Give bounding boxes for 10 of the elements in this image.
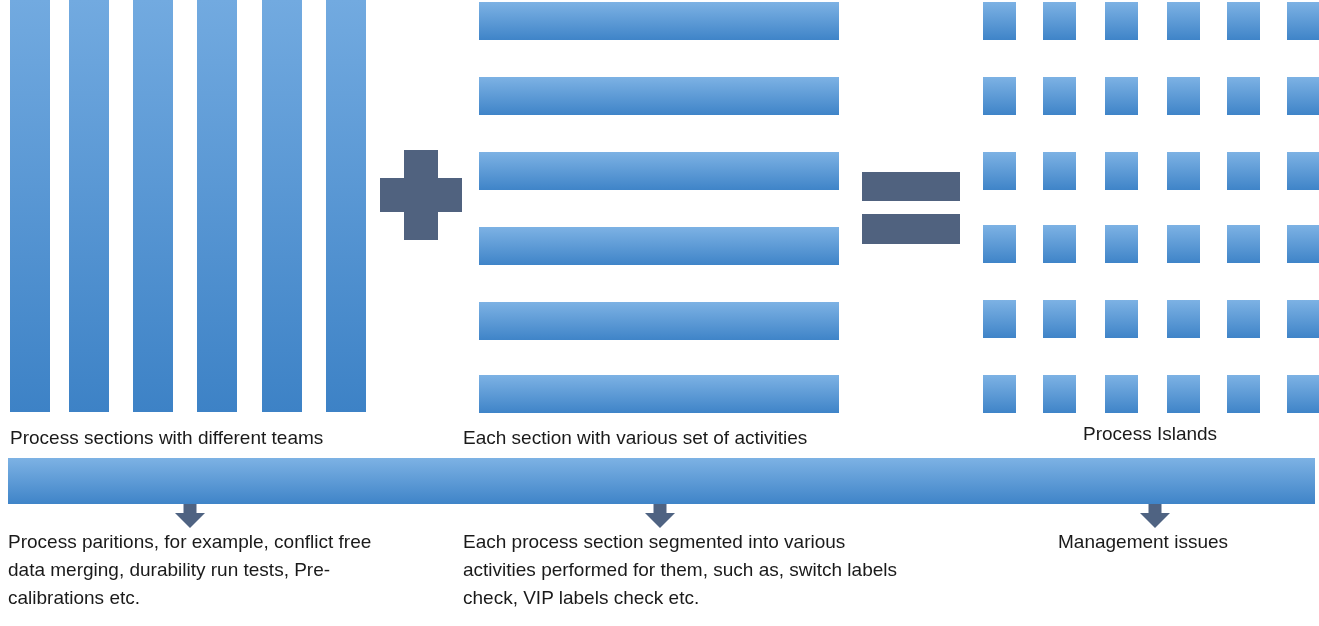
description-text: Each process section segmented into various activities performed for them, such as, switch labels check, VIP labels check etc. (463, 528, 903, 612)
description-text: Management issues (1058, 528, 1278, 556)
caption-text: Process sections with different teams (10, 426, 324, 450)
down-arrow (175, 504, 205, 528)
down-arrow (1140, 504, 1170, 528)
down-arrow (645, 504, 675, 528)
banner-bar (8, 458, 1315, 504)
caption-text: Each section with various set of activities (463, 426, 808, 450)
caption-text: Process Islands (1083, 422, 1218, 446)
description-text: Process paritions, for example, conflict free data merging, durability run tests, Pre-calibrations etc. (8, 528, 408, 612)
